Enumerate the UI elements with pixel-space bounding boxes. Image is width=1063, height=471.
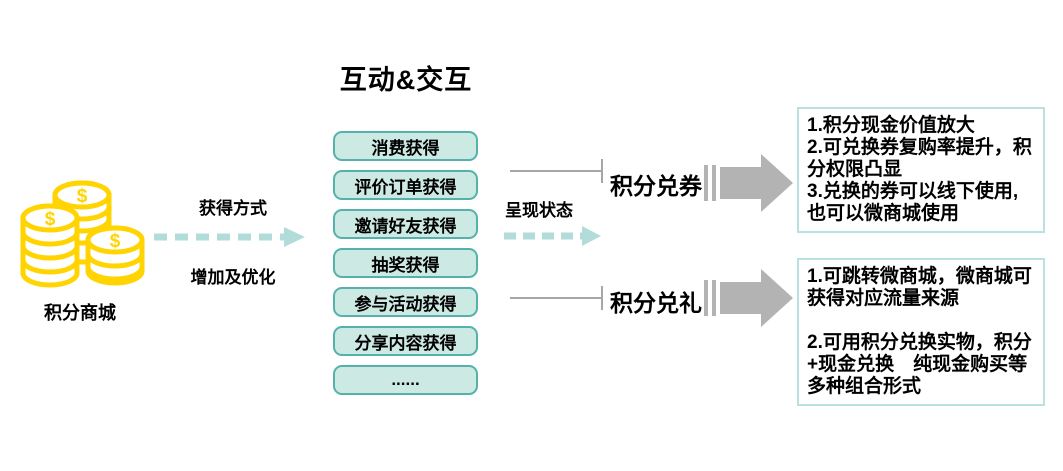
diagram-title: 互动&交互 xyxy=(339,65,473,95)
coupon-detail-box: 1.积分现金价值放大 2.可兑换券复购率提升，积 分权限凸显 3.兑换的券可以线… xyxy=(797,107,1045,233)
method-box-lottery: 抽奖获得 xyxy=(333,248,478,278)
increase-optimize-label: 增加及优化 xyxy=(190,268,276,287)
branch1-label: 积分兑券 xyxy=(610,173,702,199)
branch2-connector-end xyxy=(601,286,603,310)
coupon-detail-text: 1.积分现金价值放大 2.可兑换券复购率提升，积 分权限凸显 3.兑换的券可以线… xyxy=(807,115,1032,224)
method-label: 评价订单获得 xyxy=(354,177,457,197)
present-state-label: 呈现状态 xyxy=(505,201,573,220)
branch2-connector-line xyxy=(510,297,602,299)
method-box-share-content: 分享内容获得 xyxy=(333,326,478,356)
method-box-ellipsis: ...... xyxy=(333,365,478,395)
method-label: ...... xyxy=(391,370,420,389)
method-box-invite-friends: 邀请好友获得 xyxy=(333,209,478,239)
dollar-glyph: $ xyxy=(45,209,56,230)
coins-icon: $ $ $ xyxy=(12,170,154,297)
gift-detail-text: 1.可跳转微商城，微商城可 获得对应流量来源 2.可用积分兑换实物，积分 +现金… xyxy=(807,266,1032,397)
method-label: 消费获得 xyxy=(371,138,440,158)
method-label: 参与活动获得 xyxy=(354,294,457,314)
dollar-glyph: $ xyxy=(110,231,121,252)
method-label: 邀请好友获得 xyxy=(354,216,457,236)
branch2-label: 积分兑礼 xyxy=(610,290,702,316)
present-dashed-arrow-icon xyxy=(502,225,602,252)
method-label: 抽奖获得 xyxy=(371,255,440,275)
method-box-join-activity: 参与活动获得 xyxy=(333,287,478,317)
dollar-glyph: $ xyxy=(77,186,88,207)
method-label: 分享内容获得 xyxy=(354,333,457,353)
points-mall-label: 积分商城 xyxy=(44,303,116,323)
striped-right-arrow-icon xyxy=(704,267,794,334)
method-box-consume: 消费获得 xyxy=(333,131,478,161)
branch1-connector-end xyxy=(601,159,603,183)
striped-right-arrow-icon xyxy=(704,152,794,219)
method-box-review-order: 评价订单获得 xyxy=(333,170,478,200)
gift-detail-box: 1.可跳转微商城，微商城可 获得对应流量来源 2.可用积分兑换实物，积分 +现金… xyxy=(797,258,1045,406)
branch1-connector-line xyxy=(510,170,602,172)
acquire-method-label: 获得方式 xyxy=(199,199,267,218)
acquire-dashed-arrow-icon xyxy=(152,226,306,253)
